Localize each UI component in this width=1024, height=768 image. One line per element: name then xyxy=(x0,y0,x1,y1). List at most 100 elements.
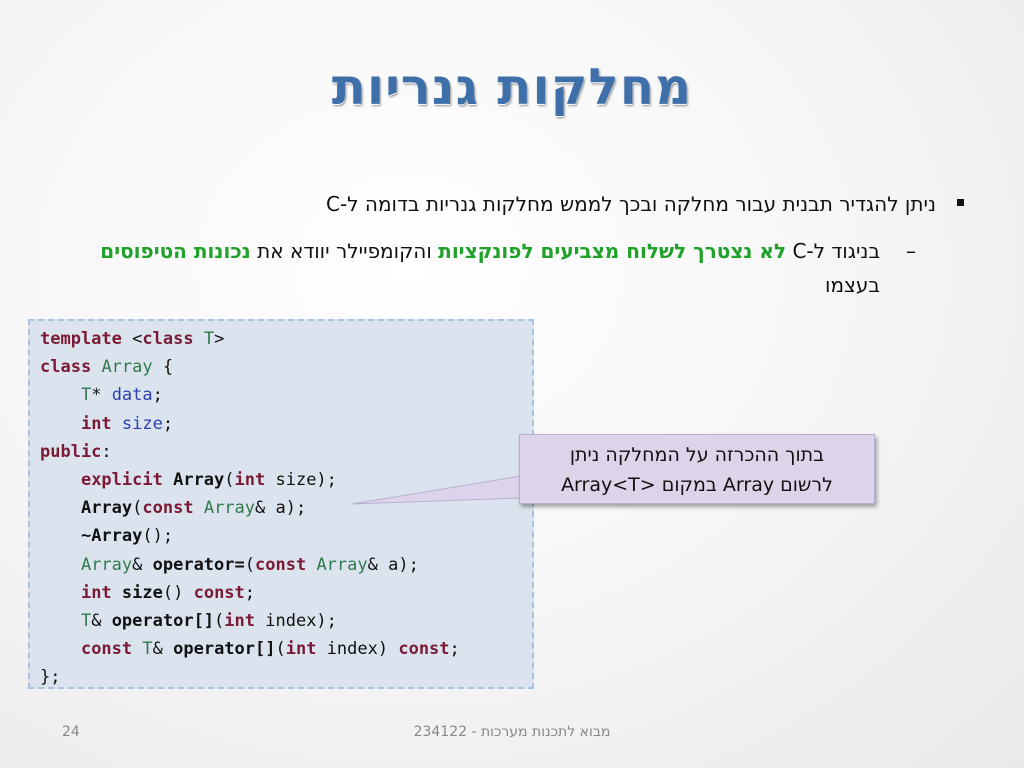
code-token: ( xyxy=(244,554,255,575)
code-line: const T& operator[](int index) const; xyxy=(40,635,532,663)
code-token: const xyxy=(398,639,450,660)
code-token: ; xyxy=(244,582,256,603)
code-token: () xyxy=(162,582,194,603)
code-token: & a); xyxy=(367,554,419,575)
code-token: const xyxy=(193,582,245,603)
code-token: Array xyxy=(203,498,256,519)
bullet-text: ניתן להגדיר תבנית עבור מחלקה ובכך לממש מ… xyxy=(325,192,936,216)
code-token: * xyxy=(91,385,112,406)
code-token xyxy=(91,357,101,377)
code-line: class Array { xyxy=(40,353,532,381)
code-token xyxy=(40,639,81,659)
sub-bullet-suffix: בעצמו xyxy=(825,273,880,297)
code-line: template <class T> xyxy=(40,325,532,353)
code-token: const xyxy=(80,639,133,660)
sub-bullet-type-safety: – בניגוד ל-C לא נצטרך לשלוח מצביעים לפונ… xyxy=(40,234,916,302)
code-token: Array xyxy=(101,357,153,378)
code-token xyxy=(40,385,81,405)
code-line: Array& operator=(const Array& a); xyxy=(40,551,532,579)
code-token: > xyxy=(214,329,225,349)
code-token: & xyxy=(91,610,112,631)
code-token: size xyxy=(121,582,163,603)
code-token: (); xyxy=(142,526,174,547)
code-token xyxy=(40,611,81,631)
code-token xyxy=(112,414,122,434)
code-token: Array xyxy=(316,554,368,575)
code-token: T xyxy=(203,329,215,349)
code-line: public: xyxy=(40,438,532,466)
code-token xyxy=(40,555,81,575)
code-line: explicit Array(int size); xyxy=(40,466,532,494)
code-token: T xyxy=(142,639,153,660)
code-token: index); xyxy=(255,610,337,631)
code-token: class xyxy=(142,329,194,349)
code-token: const xyxy=(142,498,194,519)
code-token: data xyxy=(111,385,153,406)
callout-line-1: בתוך ההכרזה על המחלקה ניתן xyxy=(569,444,825,466)
callout-line-2: לרשום Array במקום <Array<T xyxy=(561,474,833,496)
code-token: T xyxy=(80,610,92,631)
code-token: int xyxy=(234,469,266,490)
code-token xyxy=(163,470,173,490)
code-token xyxy=(306,555,316,575)
slide-title: מחלקות גנריות xyxy=(331,58,693,116)
footer-page-number: 24 xyxy=(62,724,80,740)
sub-bullet-middle: והקומפיילר יוודא את xyxy=(250,239,439,263)
code-line: int size; xyxy=(40,410,532,438)
code-token: operator[] xyxy=(111,610,215,631)
code-token xyxy=(194,498,204,518)
sub-bullet-prefix: בניגוד ל-C xyxy=(786,239,880,263)
code-token: : xyxy=(101,441,112,462)
code-token: }; xyxy=(40,667,61,688)
code-token: int xyxy=(285,639,317,660)
code-line: }; xyxy=(40,663,532,691)
code-token xyxy=(40,498,81,518)
code-token: T xyxy=(80,385,92,406)
code-token: ~Array xyxy=(80,526,143,547)
code-line: T& operator[](int index); xyxy=(40,607,532,635)
code-line: int size() const; xyxy=(40,579,532,607)
code-token xyxy=(194,329,204,349)
code-token: ( xyxy=(132,498,143,519)
footer-course-title: מבוא לתכנות מערכות - 234122 xyxy=(413,724,611,740)
code-token: ; xyxy=(152,385,163,406)
code-token: index) xyxy=(316,639,399,660)
square-bullet-icon xyxy=(957,199,964,206)
code-token: template xyxy=(40,329,122,349)
code-token: int xyxy=(80,582,112,603)
dash-bullet-icon: – xyxy=(906,239,916,263)
code-token: ( xyxy=(214,610,225,631)
code-token: { xyxy=(152,357,174,378)
code-token xyxy=(40,470,81,490)
code-token: size); xyxy=(265,469,337,490)
code-line: T* data; xyxy=(40,381,532,409)
code-token xyxy=(40,414,81,434)
bullet-generic-classes: ניתן להגדיר תבנית עבור מחלקה ובכך לממש מ… xyxy=(56,192,964,216)
code-token: operator= xyxy=(152,554,245,575)
code-token: ; xyxy=(449,639,460,660)
code-line: Array(const Array& a); xyxy=(40,494,532,522)
code-token: int xyxy=(80,413,112,434)
code-token: const xyxy=(255,554,307,575)
highlight-no-function-pointers: לא נצטרך לשלוח מצביעים לפונקציות xyxy=(438,239,787,263)
code-token: public xyxy=(40,441,102,462)
code-block: template <class T>class Array { T* data;… xyxy=(28,319,534,689)
code-token xyxy=(40,583,81,603)
code-token xyxy=(40,526,81,546)
code-token xyxy=(132,639,142,659)
code-token: ( xyxy=(275,639,286,660)
code-token: Array xyxy=(173,469,225,490)
code-token: ; xyxy=(162,413,174,434)
code-token: ( xyxy=(224,469,235,490)
code-token: & xyxy=(132,554,153,575)
code-token: & xyxy=(152,639,174,660)
code-token: Array xyxy=(80,498,133,519)
highlight-type-correctness: נכונות הטיפוסים xyxy=(100,239,251,263)
code-token: size xyxy=(121,413,163,434)
code-token: class xyxy=(40,357,92,378)
code-token: int xyxy=(224,610,256,631)
code-token: < xyxy=(121,329,143,349)
code-token: & a); xyxy=(255,498,307,519)
callout-note: בתוך ההכרזה על המחלקה ניתן לרשום Array ב… xyxy=(519,434,875,504)
code-token xyxy=(112,583,122,603)
